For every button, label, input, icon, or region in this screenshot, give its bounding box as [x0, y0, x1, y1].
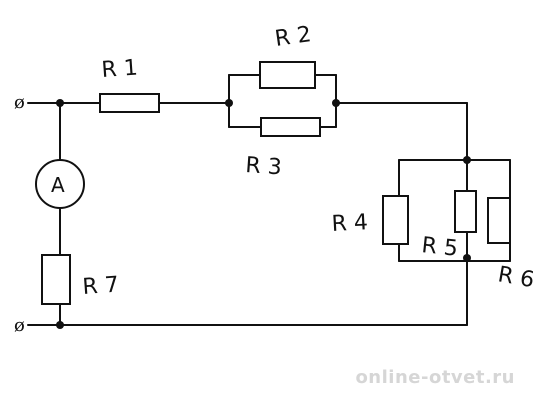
node-left-top — [56, 99, 64, 107]
ammeter-circle — [35, 159, 85, 209]
node-r23-right — [332, 99, 340, 107]
junction-nodes — [56, 99, 471, 329]
node-left-bottom — [56, 321, 64, 329]
resistor-r3 — [260, 117, 321, 137]
label-r3: R 3 — [245, 153, 283, 180]
resistor-r4 — [382, 195, 409, 245]
ammeter: A — [35, 159, 85, 209]
node-right-group-top — [463, 156, 471, 164]
watermark: online-otvet.ru — [355, 367, 515, 388]
label-r5: R 5 — [420, 233, 459, 262]
node-r23-left — [225, 99, 233, 107]
resistor-r5 — [454, 190, 477, 233]
resistor-r6 — [487, 197, 511, 244]
wires — [27, 74, 511, 326]
ammeter-label: A — [51, 173, 65, 197]
label-r4: R 4 — [331, 210, 369, 237]
node-right-group-bottom — [463, 254, 471, 262]
resistor-r7 — [41, 254, 71, 305]
label-r7: R 7 — [82, 273, 120, 300]
terminal-bottom-label: ø — [14, 315, 25, 336]
terminal-top-label: ø — [14, 92, 25, 113]
label-r2: R 2 — [273, 22, 312, 52]
resistor-r2 — [259, 61, 316, 89]
label-r1: R 1 — [101, 56, 139, 83]
label-r6: R 6 — [496, 262, 533, 293]
resistors — [41, 61, 511, 305]
resistor-r1 — [99, 93, 160, 113]
